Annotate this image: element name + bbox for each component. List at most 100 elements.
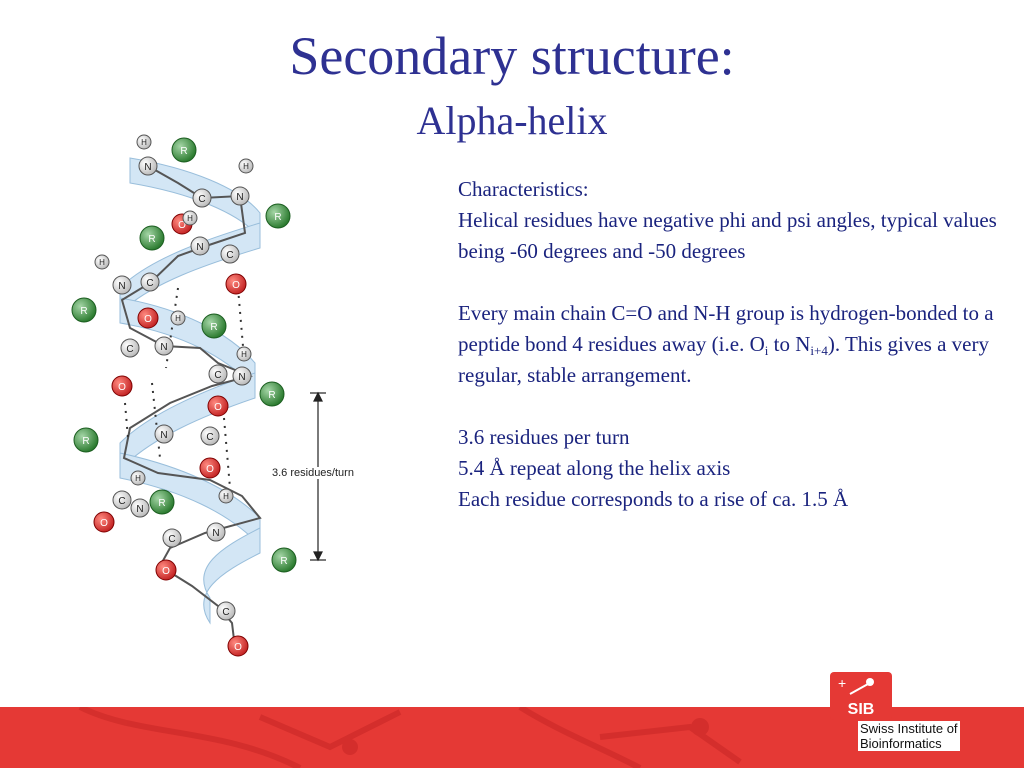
r-group-atom: R (149, 489, 175, 515)
svg-text:O: O (162, 566, 170, 577)
hydrogen-atom: H (136, 134, 152, 150)
svg-text:C: C (126, 344, 133, 355)
oxygen-atom: O (93, 511, 115, 533)
r-group-atom: R (265, 203, 291, 229)
svg-text:O: O (118, 382, 126, 393)
nitrogen-atom: N (138, 156, 158, 176)
hydrogen-atom: H (130, 470, 146, 486)
svg-text:+: + (838, 675, 846, 691)
hydrogen-atom: H (238, 158, 254, 174)
sib-name-line2: Bioinformatics (860, 736, 942, 751)
svg-text:O: O (214, 402, 222, 413)
svg-text:N: N (236, 192, 243, 203)
hydrogen-atom: H (94, 254, 110, 270)
svg-text:R: R (158, 498, 165, 509)
svg-text:C: C (146, 278, 153, 289)
sib-name-line1: Swiss Institute of (860, 721, 958, 736)
turn-bracket (310, 391, 326, 562)
svg-text:H: H (223, 492, 229, 501)
svg-text:N: N (238, 372, 245, 383)
svg-text:N: N (196, 242, 203, 253)
hydrogen-atom: H (182, 210, 198, 226)
svg-text:R: R (210, 322, 217, 333)
helical-residues-text: Helical residues have negative phi and p… (458, 208, 997, 263)
backbone-bonds (120, 165, 262, 649)
nitrogen-atom: N (154, 336, 174, 356)
nitrogen-atom: N (130, 498, 150, 518)
svg-text:N: N (118, 281, 125, 292)
svg-text:N: N (212, 528, 219, 539)
oxygen-atom: O (225, 273, 247, 295)
svg-text:R: R (268, 390, 275, 401)
svg-text:R: R (280, 556, 287, 567)
r-group-atom: R (271, 547, 297, 573)
hydrogen-atom: H (170, 310, 186, 326)
svg-text:H: H (241, 350, 247, 359)
r-group-atom: R (171, 137, 197, 163)
rise-per-residue: Each residue corresponds to a rise of ca… (458, 487, 849, 511)
svg-text:C: C (222, 607, 229, 618)
carbon-atom: C (140, 272, 160, 292)
nitrogen-atom: N (230, 186, 250, 206)
sib-name: Swiss Institute of Bioinformatics (858, 721, 960, 751)
carbon-atom: C (162, 528, 182, 548)
svg-text:N: N (136, 504, 143, 515)
svg-text:N: N (160, 430, 167, 441)
sib-logo: + SIB (830, 672, 892, 720)
carbon-atoms: C C C C C C C C C (112, 188, 240, 621)
hydrogen-bond-text: Every main chain C=O and N-H group is hy… (458, 301, 994, 387)
svg-text:C: C (206, 432, 213, 443)
carbon-atom: C (200, 426, 220, 446)
svg-text:H: H (187, 214, 193, 223)
carbon-atom: C (220, 244, 240, 264)
svg-text:R: R (80, 306, 87, 317)
oxygen-atoms: O O O O O O O O O (93, 213, 249, 657)
svg-text:R: R (180, 146, 187, 157)
svg-text:O: O (206, 464, 214, 475)
oxygen-atom: O (199, 457, 221, 479)
svg-text:O: O (178, 220, 186, 231)
sib-abbreviation: SIB (848, 701, 875, 718)
characteristics-heading: Characteristics: (458, 177, 589, 201)
residues-per-turn: 3.6 residues per turn (458, 425, 630, 449)
r-group-atom: R (73, 427, 99, 453)
svg-text:H: H (99, 258, 105, 267)
oxygen-atom: O (207, 395, 229, 417)
svg-text:C: C (198, 194, 205, 205)
nitrogen-atom: N (232, 366, 252, 386)
svg-text:O: O (234, 642, 242, 653)
svg-text:O: O (100, 518, 108, 529)
r-group-atom: R (71, 297, 97, 323)
carbon-atom: C (208, 364, 228, 384)
nitrogen-atoms: N N N N N N N N N (112, 156, 252, 542)
svg-text:C: C (118, 496, 125, 507)
svg-text:H: H (135, 474, 141, 483)
oxygen-atom: O (137, 307, 159, 329)
nitrogen-atom: N (112, 275, 132, 295)
r-group-atom: R (139, 225, 165, 251)
carbon-atom: C (112, 490, 132, 510)
r-group-atom: R (201, 313, 227, 339)
svg-text:H: H (175, 314, 181, 323)
svg-text:R: R (82, 436, 89, 447)
carbon-atom: C (192, 188, 212, 208)
nitrogen-atom: N (206, 522, 226, 542)
svg-text:R: R (274, 212, 281, 223)
r-groups: R R R R R R R R R (71, 137, 297, 573)
alpha-helix-diagram: R R R R R R R R R O O O O O O O O O N N … (71, 134, 326, 657)
svg-text:O: O (144, 314, 152, 325)
svg-text:H: H (141, 138, 147, 147)
sib-logo-mark: + SIB (838, 675, 875, 718)
carbon-atom: C (216, 601, 236, 621)
characteristics-text: Characteristics: Helical residues have n… (458, 174, 1018, 515)
oxygen-atom: O (111, 375, 133, 397)
hydrogen-bonds (124, 287, 245, 489)
svg-text:H: H (243, 162, 249, 171)
nitrogen-atom: N (154, 424, 174, 444)
oxygen-atom: O (227, 635, 249, 657)
hydrogen-atom: H (236, 346, 252, 362)
nitrogen-atom: N (190, 236, 210, 256)
r-group-atom: R (259, 381, 285, 407)
carbon-atom: C (120, 338, 140, 358)
svg-text:N: N (144, 162, 151, 173)
